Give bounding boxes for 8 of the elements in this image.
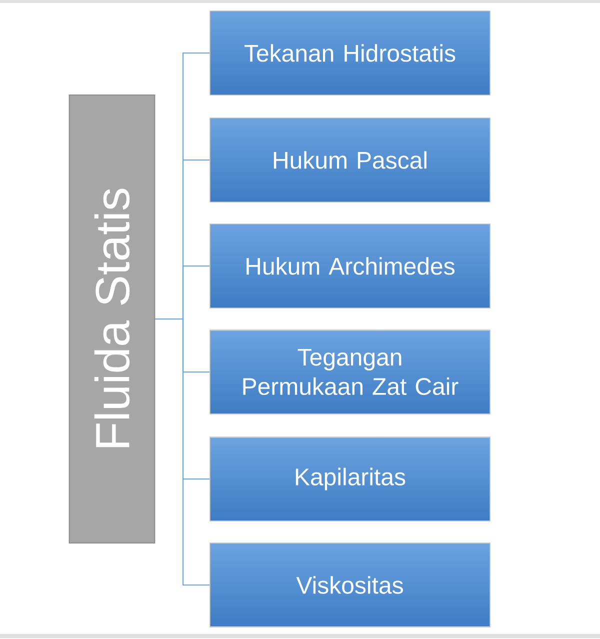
- topic-box: Tegangan Permukaan Zat Cair: [210, 330, 490, 414]
- topic-box: Hukum Pascal: [210, 118, 490, 202]
- topic-box: Viskositas: [210, 542, 490, 628]
- topic-box: Tekanan Hidrostatis: [210, 10, 490, 96]
- topic-box: Hukum Archimedes: [210, 224, 490, 308]
- topic-box: Kapilaritas: [210, 436, 490, 522]
- title-bar: Fluida Statis: [68, 94, 156, 544]
- connector-line: [155, 318, 210, 586]
